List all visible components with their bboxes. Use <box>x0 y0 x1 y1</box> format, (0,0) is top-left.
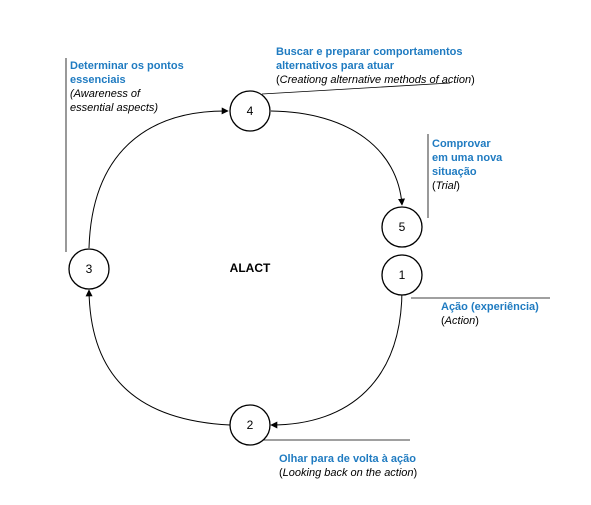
stage-title-4-line1: Buscar e preparar comportamentos <box>276 46 463 58</box>
arc-2-to-3 <box>85 289 231 426</box>
stage-subtitle-3-line1: (Awareness of <box>70 88 141 100</box>
stage-title-2: Olhar para de volta à ação <box>279 453 416 465</box>
stage-title-5-line2: em uma nova <box>432 152 503 164</box>
stage-title-3-line2: essenciais <box>70 74 126 86</box>
stage-label-2: Olhar para de volta à ação (Looking back… <box>279 452 417 480</box>
arc-3-to-4 <box>88 107 229 249</box>
stage-title-5-line1: Comprovar <box>432 138 491 150</box>
stage-label-3: Determinar os pontos essenciais (Awarene… <box>70 59 184 115</box>
stage-title-3-line1: Determinar os pontos <box>70 60 184 72</box>
stage-node-2: 2 <box>229 404 271 446</box>
stage-node-5: 5 <box>381 206 423 248</box>
stage-number-4: 4 <box>247 104 254 118</box>
center-label: ALACT <box>230 261 271 275</box>
stage-subtitle-2: (Looking back on the action) <box>279 467 418 479</box>
stage-subtitle-4: (Creationg alternative methods of action… <box>276 74 475 86</box>
stage-title-4-line2: alternativos para atuar <box>276 60 394 72</box>
stage-subtitle-1: (Action) <box>441 315 479 327</box>
stage-label-4: Buscar e preparar comportamentos alterna… <box>276 45 475 87</box>
stage-number-1: 1 <box>399 268 406 282</box>
stage-label-1: Ação (experiência) (Action) <box>441 300 539 328</box>
stage-subtitle-5: (Trial) <box>432 180 460 192</box>
leader-line-4 <box>261 82 451 95</box>
stage-number-5: 5 <box>399 220 406 234</box>
stage-node-4: 4 <box>229 90 271 132</box>
stage-number-3: 3 <box>86 262 93 276</box>
stage-label-5: Comprovar em uma nova situação (Trial) <box>432 137 502 193</box>
stage-node-3: 3 <box>68 248 110 290</box>
arc-4-to-5 <box>270 110 406 206</box>
stage-title-5-line3: situação <box>432 166 477 178</box>
stage-node-1: 1 <box>381 254 423 296</box>
stage-title-1: Ação (experiência) <box>441 301 539 313</box>
stage-number-2: 2 <box>247 418 254 432</box>
stage-subtitle-3-line2: essential aspects) <box>70 102 159 114</box>
arc-1-to-2 <box>270 288 403 429</box>
